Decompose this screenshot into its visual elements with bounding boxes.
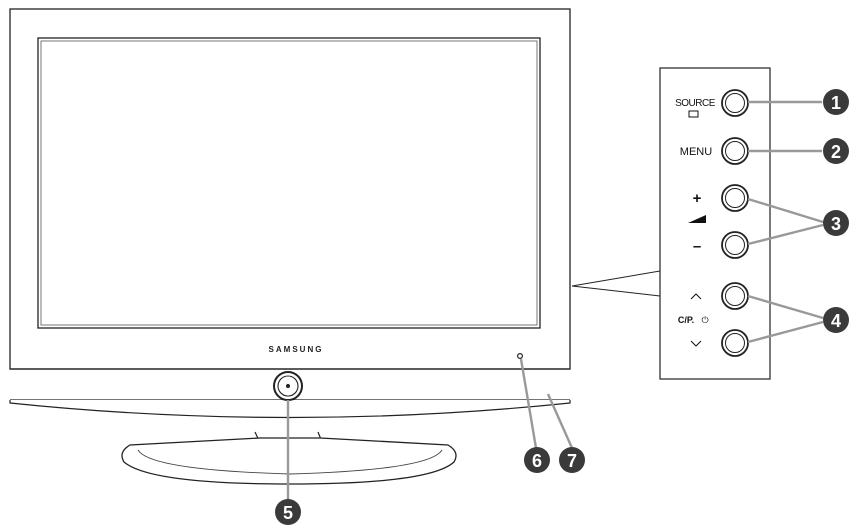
- callout-1: 1: [823, 89, 849, 115]
- svg-text:5: 5: [283, 503, 293, 523]
- leader-3a: [747, 197, 824, 224]
- svg-text:1: 1: [831, 93, 841, 113]
- callout-4: 4: [823, 307, 849, 333]
- zoom-line-bottom: [571, 285, 661, 297]
- power-indicator-led: [516, 353, 523, 360]
- menu-button[interactable]: [721, 137, 749, 165]
- volume-down-button[interactable]: [721, 231, 749, 259]
- channel-up-icon: [690, 293, 702, 300]
- lower-bezel-taper: [9, 400, 571, 419]
- zoom-line-top: [571, 270, 661, 287]
- svg-text:4: 4: [831, 311, 841, 331]
- front-power-button-dot: [286, 384, 290, 388]
- leader-3b: [747, 223, 824, 246]
- callout-3: 3: [823, 210, 849, 236]
- tv-screen-inner: [40, 40, 538, 326]
- leader-7: [546, 393, 574, 449]
- source-icon: [688, 110, 699, 118]
- volume-icon: [688, 215, 706, 223]
- leader-4b: [747, 320, 824, 344]
- brand-logo: SAMSUNG: [269, 345, 324, 354]
- channel-down-icon: [690, 340, 702, 347]
- callout-7: 7: [559, 447, 585, 473]
- channel-label: C/P.: [678, 315, 694, 325]
- leader-4a: [747, 294, 824, 320]
- svg-text:6: 6: [532, 451, 542, 471]
- leader-lines: [286, 100, 824, 500]
- svg-text:3: 3: [831, 214, 841, 234]
- menu-label: MENU: [680, 146, 712, 158]
- callout-5: 5: [275, 499, 301, 525]
- channel-down-button[interactable]: [721, 329, 749, 357]
- volume-up-button[interactable]: [721, 184, 749, 212]
- callout-6: 6: [524, 447, 550, 473]
- side-control-panel: [659, 67, 771, 380]
- volume-minus-label: –: [693, 238, 701, 255]
- volume-plus-label: +: [693, 190, 702, 207]
- source-button[interactable]: [721, 89, 749, 117]
- callout-2: 2: [823, 138, 849, 164]
- leader-6: [519, 358, 538, 449]
- svg-text:2: 2: [831, 142, 841, 162]
- stand-base-inner: [137, 449, 443, 475]
- svg-text:7: 7: [567, 451, 577, 471]
- channel-up-button[interactable]: [721, 282, 749, 310]
- source-label: SOURCE: [675, 98, 716, 109]
- standby-power-icon: ⏻: [701, 315, 708, 325]
